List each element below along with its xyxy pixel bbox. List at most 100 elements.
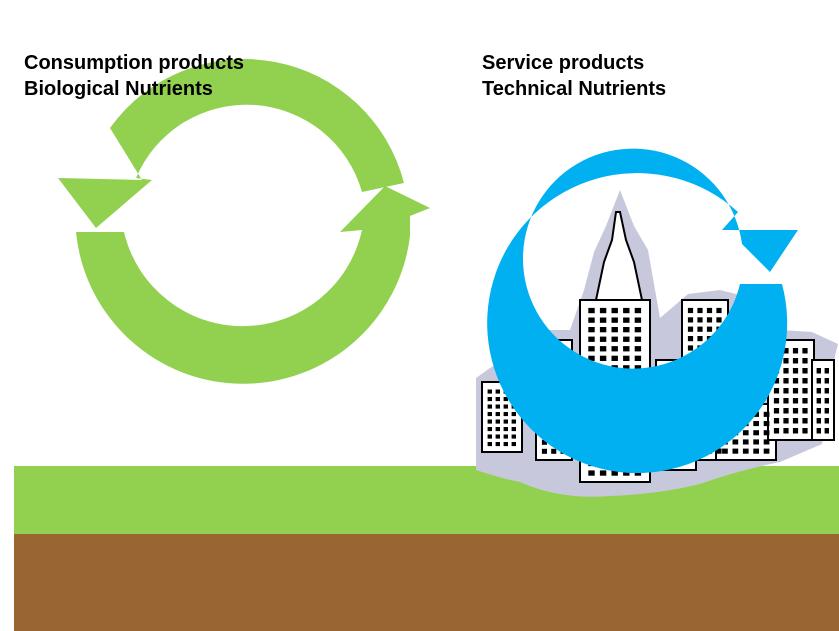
technical-labels: Service products Technical Nutrients: [482, 50, 666, 102]
window: [824, 368, 829, 374]
window: [611, 336, 618, 342]
window: [503, 427, 508, 432]
window: [588, 336, 595, 342]
window: [697, 317, 703, 323]
technical-cycle-arrow: [487, 148, 798, 474]
window: [495, 427, 500, 432]
window: [706, 317, 713, 323]
window: [599, 327, 607, 333]
soil-band: [14, 534, 839, 631]
window: [487, 427, 492, 432]
window: [611, 346, 618, 352]
window: [487, 434, 492, 439]
window: [706, 326, 713, 332]
window: [503, 419, 508, 424]
technical-nutrients-label: Technical Nutrients: [482, 78, 667, 100]
window: [706, 307, 713, 314]
window: [773, 378, 780, 384]
window: [487, 442, 492, 447]
window: [753, 430, 759, 436]
window: [611, 470, 618, 476]
service-products-label: Service products: [482, 52, 645, 74]
biological-top-arrow: [58, 59, 404, 228]
window: [816, 388, 821, 394]
window: [687, 307, 694, 314]
window: [763, 430, 770, 436]
window: [588, 307, 595, 314]
window: [783, 368, 789, 374]
window: [599, 470, 607, 476]
window: [588, 317, 595, 323]
window: [495, 419, 500, 424]
window: [732, 448, 739, 454]
window: [495, 397, 500, 402]
window: [802, 358, 808, 364]
window: [816, 428, 821, 434]
window: [599, 307, 607, 314]
window: [511, 427, 516, 432]
window: [802, 428, 808, 434]
window: [511, 442, 516, 447]
window: [687, 345, 694, 351]
window: [541, 448, 547, 454]
window: [783, 418, 789, 424]
window: [697, 307, 703, 314]
window: [697, 326, 703, 332]
window: [763, 421, 770, 427]
window: [623, 336, 630, 342]
window: [495, 389, 500, 394]
window: [623, 327, 630, 333]
window: [687, 326, 694, 332]
window: [802, 368, 808, 374]
window: [588, 470, 595, 476]
window: [824, 398, 829, 404]
window: [802, 388, 808, 394]
window: [802, 408, 808, 414]
window: [634, 327, 642, 333]
window: [753, 439, 759, 445]
window: [487, 389, 492, 394]
window: [503, 442, 508, 447]
window: [634, 346, 642, 352]
window: [495, 442, 500, 447]
window: [495, 412, 500, 417]
window: [722, 448, 728, 454]
window: [802, 348, 808, 354]
window: [802, 418, 808, 424]
window: [503, 404, 508, 409]
window: [487, 419, 492, 424]
window: [763, 448, 770, 454]
window: [792, 378, 799, 384]
window: [623, 365, 630, 371]
window: [783, 428, 789, 434]
window: [773, 388, 780, 394]
window: [503, 412, 508, 417]
window: [634, 336, 642, 342]
window: [588, 346, 595, 352]
window: [802, 378, 808, 384]
window: [716, 317, 722, 323]
window: [511, 434, 516, 439]
window: [487, 412, 492, 417]
window: [773, 418, 780, 424]
window: [599, 355, 607, 361]
window: [742, 430, 749, 436]
window: [802, 398, 808, 404]
window: [495, 404, 500, 409]
window: [487, 404, 492, 409]
window: [623, 346, 630, 352]
window: [551, 448, 557, 454]
window: [503, 434, 508, 439]
window: [588, 327, 595, 333]
window: [716, 307, 722, 314]
window: [783, 378, 789, 384]
window: [824, 418, 829, 424]
window: [753, 421, 759, 427]
biological-nutrients-label: Biological Nutrients: [24, 78, 213, 100]
window: [687, 317, 694, 323]
window: [773, 408, 780, 414]
biological-labels: Consumption products Biological Nutrient…: [24, 50, 244, 102]
window: [783, 408, 789, 414]
window: [773, 398, 780, 404]
